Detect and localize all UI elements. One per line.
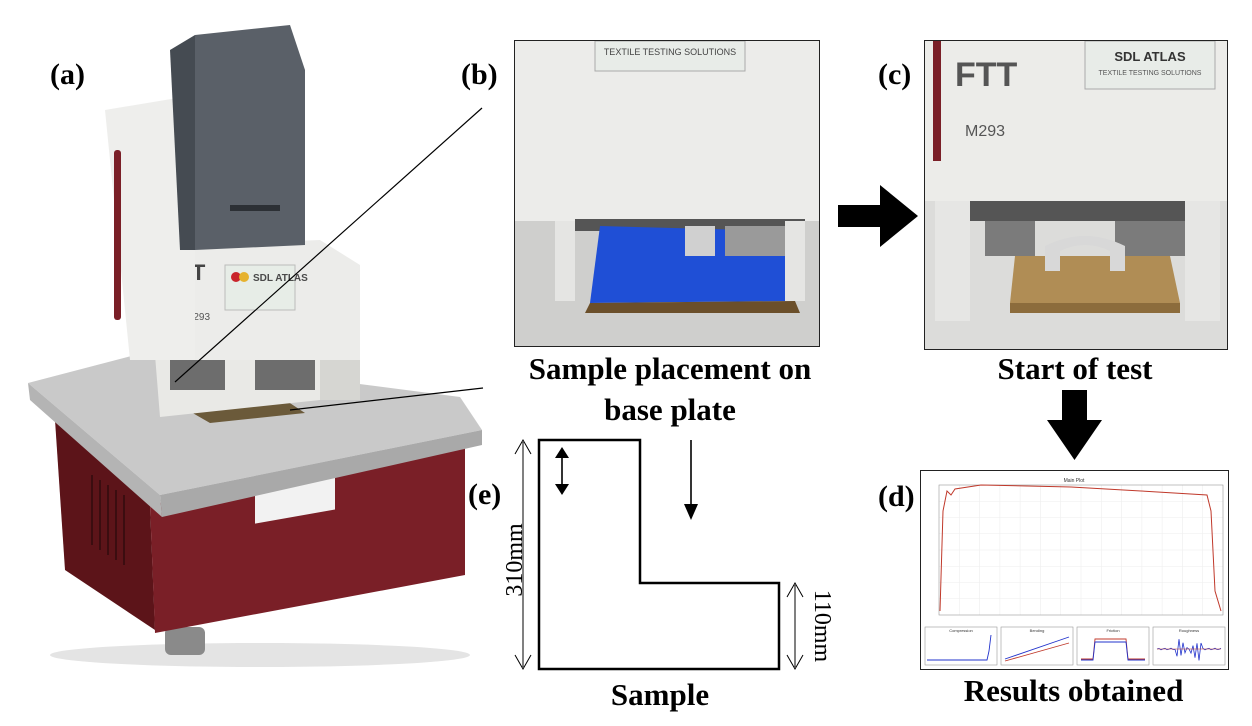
arrow-down-icon (1047, 390, 1102, 460)
double-arrow-icon (555, 447, 569, 495)
machine-maker-text: SDL ATLAS (253, 273, 308, 284)
sample-shape-diagram (514, 438, 804, 671)
dimension-label-width: 110mm (809, 589, 835, 663)
caption-sample-placement: Sample placement on base plate (495, 348, 845, 430)
machine-brand-text-c: FTT (955, 56, 1018, 94)
panel-label-b: (b) (461, 58, 498, 91)
dimension-label-height: 310mm (502, 523, 528, 597)
machine-model-text: M293 (185, 312, 210, 323)
results-chart: Main Plot Compression Bending Friction R… (920, 470, 1229, 670)
caption-line2: base plate (604, 392, 736, 428)
main-curve (939, 484, 1222, 612)
subplot-friction: Friction (1076, 626, 1150, 666)
sample-outline (537, 438, 781, 671)
dimension-arrow-width (786, 581, 804, 671)
tagline-text-b: TEXTILE TESTING SOLUTIONS (604, 47, 736, 57)
subplot-compression: Compression (924, 626, 998, 666)
start-test-photo: FTT M293 SDL ATLAS TEXTILE TESTING SOLUT… (924, 40, 1228, 350)
sample-placement-photo: TEXTILE TESTING SOLUTIONS (514, 40, 820, 347)
subplot-bending: Bending (1000, 626, 1074, 666)
main-plot-title: Main Plot (1064, 478, 1085, 484)
arrow-down-thin-icon (684, 440, 698, 520)
caption-start-test: Start of test (997, 351, 1153, 386)
machine-model-text-c: M293 (965, 123, 1005, 140)
panel-label-c: (c) (878, 58, 912, 91)
dimension-arrow-height (514, 438, 532, 671)
subplot-roughness: Roughness (1152, 626, 1226, 666)
panel-label-a: (a) (50, 58, 85, 91)
subplot-title-bending: Bending (1030, 628, 1045, 633)
subplot-title-friction: Friction (1106, 628, 1119, 633)
panel-label-e: (e) (468, 478, 502, 511)
caption-results: Results obtained (963, 673, 1184, 708)
caption-sample: Sample (610, 677, 710, 712)
machine-maker-text-c: SDL ATLAS (1114, 49, 1186, 64)
arrow-right-icon (838, 185, 918, 247)
subplot-title-compression: Compression (949, 628, 973, 633)
subplot-title-roughness: Roughness (1179, 628, 1199, 633)
tagline-text-c: TEXTILE TESTING SOLUTIONS (1099, 70, 1202, 77)
panel-label-d: (d) (878, 480, 915, 513)
caption-line1: Sample placement on (528, 351, 812, 386)
machine-photo: SDL ATLAS FTT M293 (20, 25, 500, 675)
